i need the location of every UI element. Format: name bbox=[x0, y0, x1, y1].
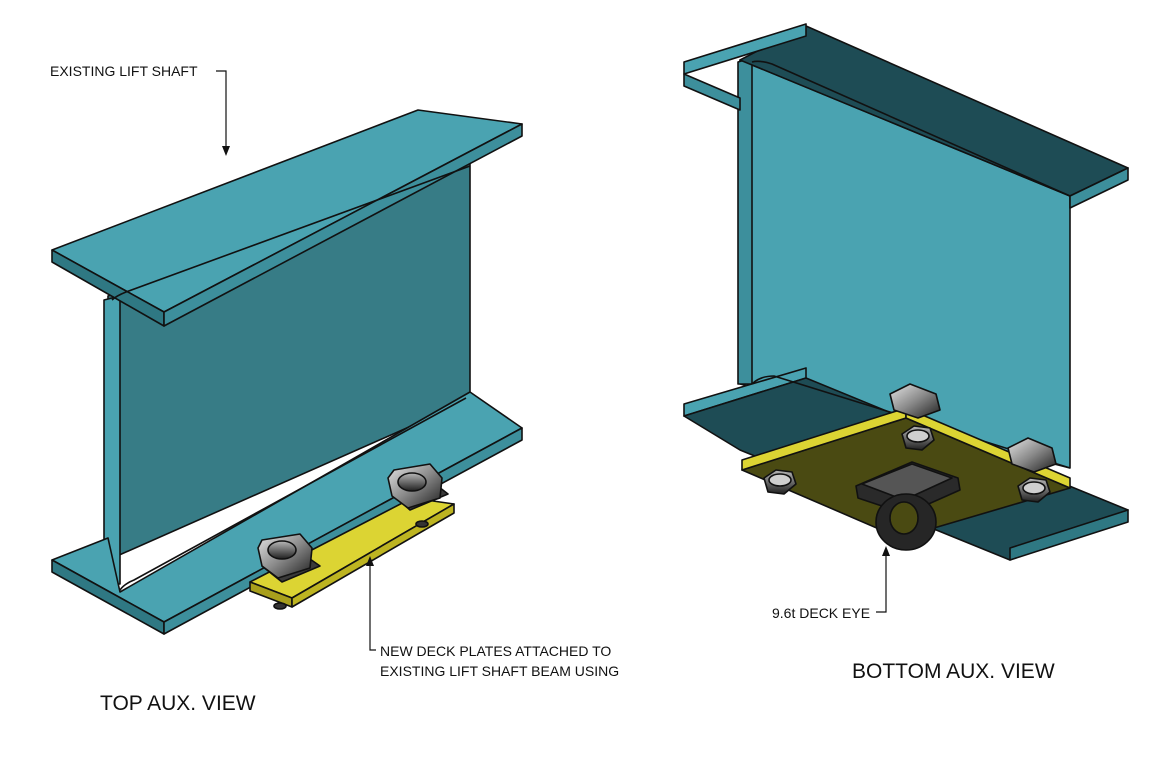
right-beam-top-flange-left-lower bbox=[683, 73, 741, 111]
right-beam-top-flange-edge bbox=[1069, 167, 1129, 209]
clamp-2-nut bbox=[397, 472, 427, 492]
bottom-view-clamp-1 bbox=[889, 383, 941, 419]
bottom-clamp-1-body bbox=[889, 383, 941, 419]
label-existing-lift-shaft: EXISTING LIFT SHAFT bbox=[50, 63, 198, 79]
left-beam-top-flange-side bbox=[163, 123, 523, 327]
leader-arrow-new-deck bbox=[366, 556, 374, 566]
nut-2-top bbox=[906, 429, 930, 443]
bottom-view-nut-2 bbox=[901, 425, 935, 451]
deck-eye bbox=[855, 461, 961, 551]
leader-new-deck-plates bbox=[369, 564, 376, 651]
label-bottom-aux-view: BOTTOM AUX. VIEW bbox=[852, 660, 1055, 683]
nut-1-top bbox=[768, 473, 792, 487]
bottom-view-nut-1 bbox=[763, 469, 797, 495]
leader-existing-lift-shaft bbox=[216, 70, 227, 148]
left-beam-bottom-fillet bbox=[119, 397, 467, 591]
label-new-deck-plates-line1: NEW DECK PLATES ATTACHED TO bbox=[380, 643, 611, 659]
left-beam-top-fillet bbox=[111, 165, 471, 301]
label-top-aux-view: TOP AUX. VIEW bbox=[100, 692, 256, 715]
leader-arrow-deck-eye bbox=[882, 546, 890, 556]
top-view-bolt-end-2 bbox=[415, 520, 429, 528]
top-view-plate-side bbox=[291, 503, 455, 608]
top-view-clamp-1 bbox=[257, 533, 321, 583]
top-view-clamp-2 bbox=[387, 463, 449, 511]
right-beam-top-flange-left bbox=[683, 23, 807, 75]
right-beam-top-fillet bbox=[751, 60, 1071, 197]
bottom-view-clamp-2 bbox=[1007, 437, 1057, 473]
leader-deck-eye bbox=[876, 554, 887, 613]
deck-eye-base-top bbox=[861, 463, 953, 501]
bottom-clamp-2-body bbox=[1007, 437, 1057, 473]
leader-arrow-existing bbox=[222, 146, 230, 156]
label-new-deck-plates-line2: EXISTING LIFT SHAFT BEAM USING bbox=[380, 663, 619, 679]
bottom-aux-view-beam bbox=[683, 23, 1129, 561]
top-view-bolt-end-1 bbox=[273, 602, 287, 610]
clamp-1-nut bbox=[267, 540, 297, 560]
right-beam-bottom-flange-edge bbox=[1009, 509, 1129, 561]
bottom-view-nut-3 bbox=[1017, 477, 1051, 503]
deck-eye-ring-inner bbox=[889, 501, 919, 535]
label-deck-eye: 9.6t DECK EYE bbox=[772, 605, 870, 621]
nut-3-top bbox=[1022, 481, 1046, 495]
right-beam-bottom-fillet bbox=[751, 375, 1071, 469]
